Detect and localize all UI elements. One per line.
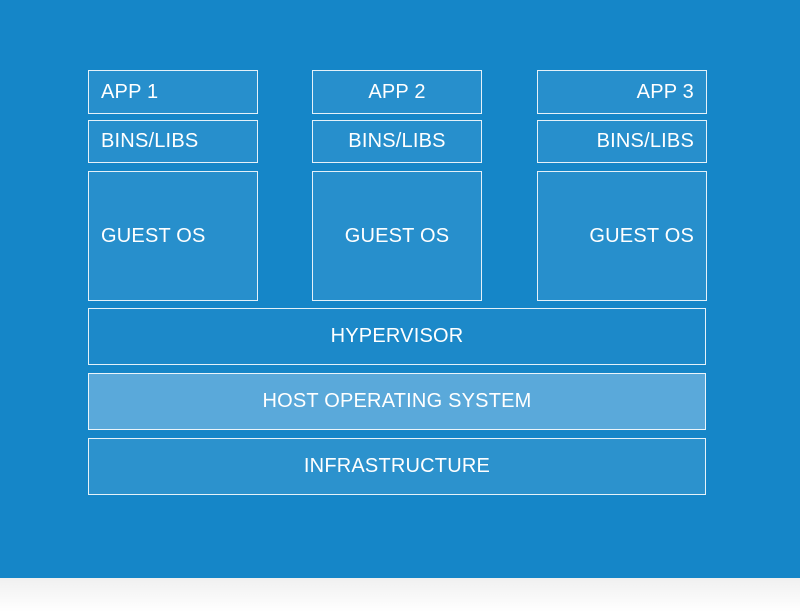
app-3-box: APP 3 xyxy=(537,70,707,114)
app-1-box: APP 1 xyxy=(88,70,258,114)
bins-libs-1-box: BINS/LIBS xyxy=(88,120,258,163)
infrastructure-layer: INFRASTRUCTURE xyxy=(88,438,706,495)
bins-libs-2-box: BINS/LIBS xyxy=(312,120,482,163)
panel-bottom-fade xyxy=(0,578,800,612)
guest-os-1-box: GUEST OS xyxy=(88,171,258,301)
bins-libs-3-box: BINS/LIBS xyxy=(537,120,707,163)
hypervisor-layer: HYPERVISOR xyxy=(88,308,706,365)
guest-os-3-box: GUEST OS xyxy=(537,171,707,301)
diagram-panel: APP 1 BINS/LIBS GUEST OS APP 2 BINS/LIBS… xyxy=(0,0,800,578)
host-operating-system-layer: HOST OPERATING SYSTEM xyxy=(88,373,706,430)
app-2-box: APP 2 xyxy=(312,70,482,114)
guest-os-2-box: GUEST OS xyxy=(312,171,482,301)
